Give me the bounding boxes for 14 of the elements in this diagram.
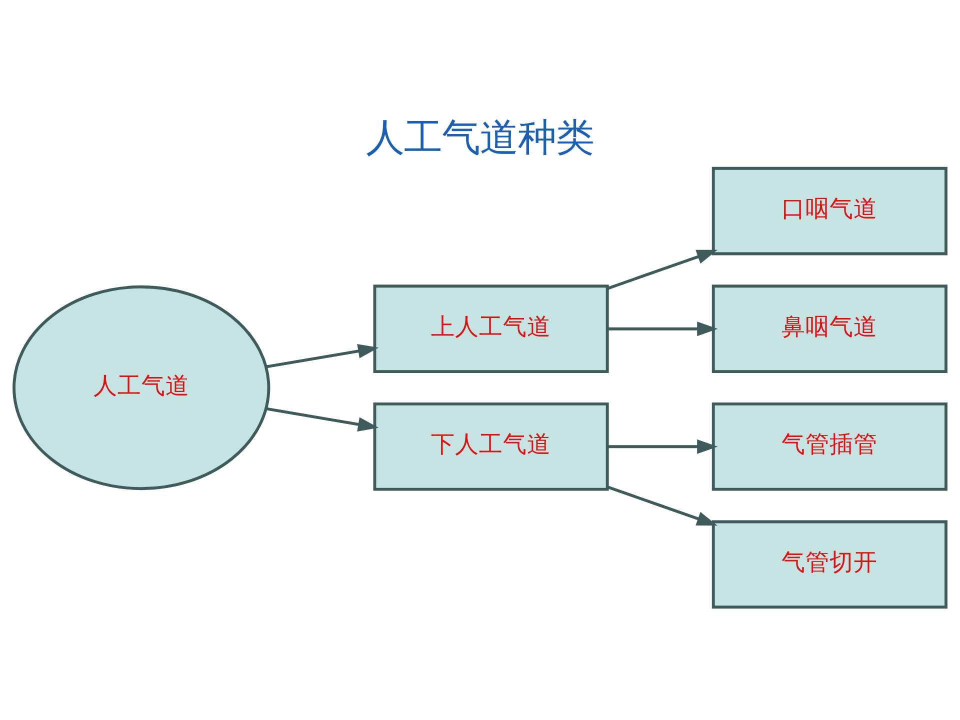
arrow xyxy=(607,485,718,526)
arrow xyxy=(608,438,718,454)
node-box: 气管切开 xyxy=(712,520,948,608)
diagram-title: 人工气道种类 xyxy=(366,114,594,160)
node-box: 下人工气道 xyxy=(373,402,609,490)
node-ellipse: 人工气道 xyxy=(12,284,270,490)
arrow xyxy=(607,249,718,290)
node-box: 鼻咽气道 xyxy=(712,284,948,373)
node-box: 上人工气道 xyxy=(373,284,609,373)
node-box: 气管插管 xyxy=(712,402,948,490)
arrow xyxy=(266,344,379,368)
node-box: 口咽气道 xyxy=(712,166,948,255)
arrow xyxy=(266,406,379,431)
arrow xyxy=(608,321,718,336)
